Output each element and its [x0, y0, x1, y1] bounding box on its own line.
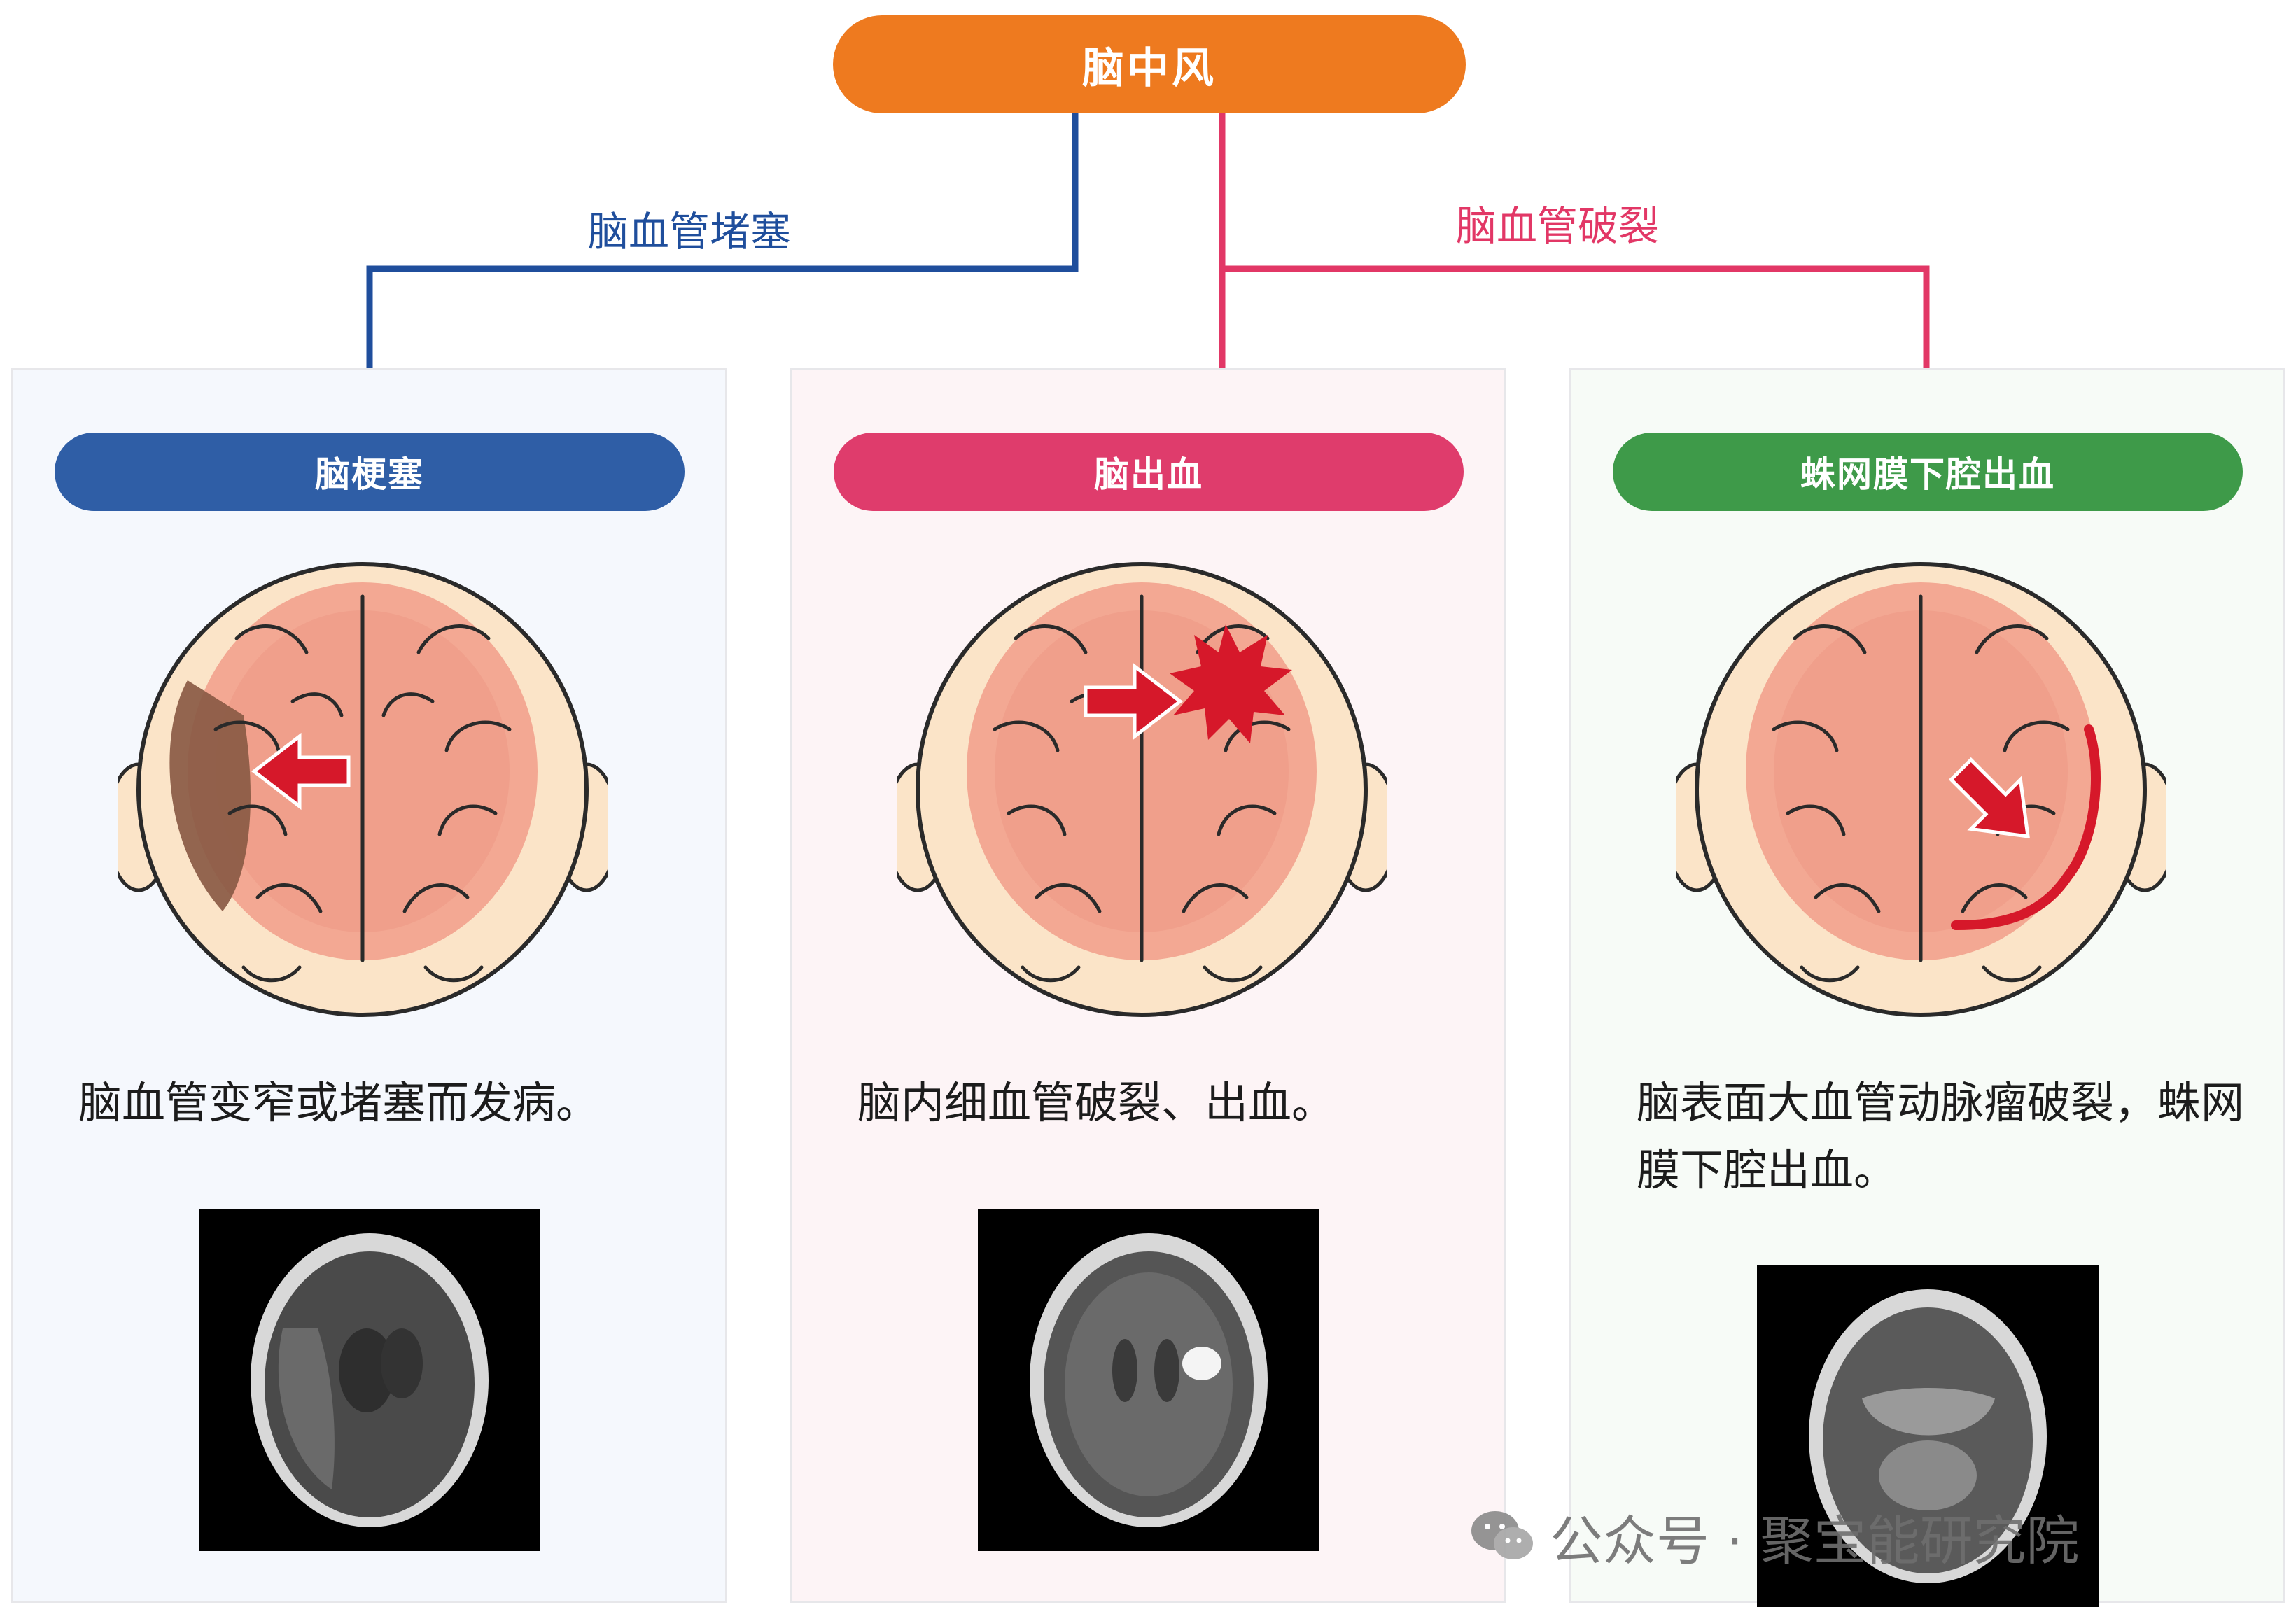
panel-description: 脑内细血管破裂、出血。 [858, 1077, 1336, 1128]
panel-title-pill: 脑出血 [834, 433, 1464, 511]
watermark-text: 公众号 · 聚宝能研究院 [1550, 1510, 2080, 1572]
connector-lines [366, 113, 1930, 368]
panel-description: 脑血管变窄或堵塞而发病。 [78, 1077, 600, 1128]
watermark: 公众号 · 聚宝能研究院 [1470, 1498, 2079, 1575]
panel-title-pill: 脑梗塞 [55, 433, 685, 511]
branch-label-rupture: 脑血管破裂 [1456, 202, 1660, 250]
brain-hemorrhage-illustration [897, 562, 1387, 1017]
ct-scan-image [199, 1209, 540, 1551]
panel-title-pill: 蛛网膜下腔出血 [1613, 433, 2243, 511]
ct-scan-image [978, 1209, 1320, 1551]
brain-subarachnoid-illustration [1676, 562, 2166, 1017]
panel-cerebral-infarction: 脑梗塞 脑血管变窄 [11, 368, 727, 1603]
panel-description: 脑表面大血管动脉瘤破裂，蛛网膜下腔出血。 [1637, 1077, 2245, 1195]
branch-label-occlusion: 脑血管堵塞 [588, 208, 792, 255]
ct-scan-image [1757, 1265, 2099, 1607]
panel-cerebral-hemorrhage: 脑出血 脑内细血管破裂、出血。 [790, 368, 1506, 1603]
root-node-stroke: 脑中风 [833, 15, 1466, 113]
brain-infarction-illustration [118, 562, 608, 1017]
wechat-icon [1471, 1511, 1533, 1559]
panel-subarachnoid-hemorrhage: 蛛网膜下腔出血 脑表面大血管动脉瘤破裂，蛛网膜下腔出血。 [1569, 368, 2285, 1607]
